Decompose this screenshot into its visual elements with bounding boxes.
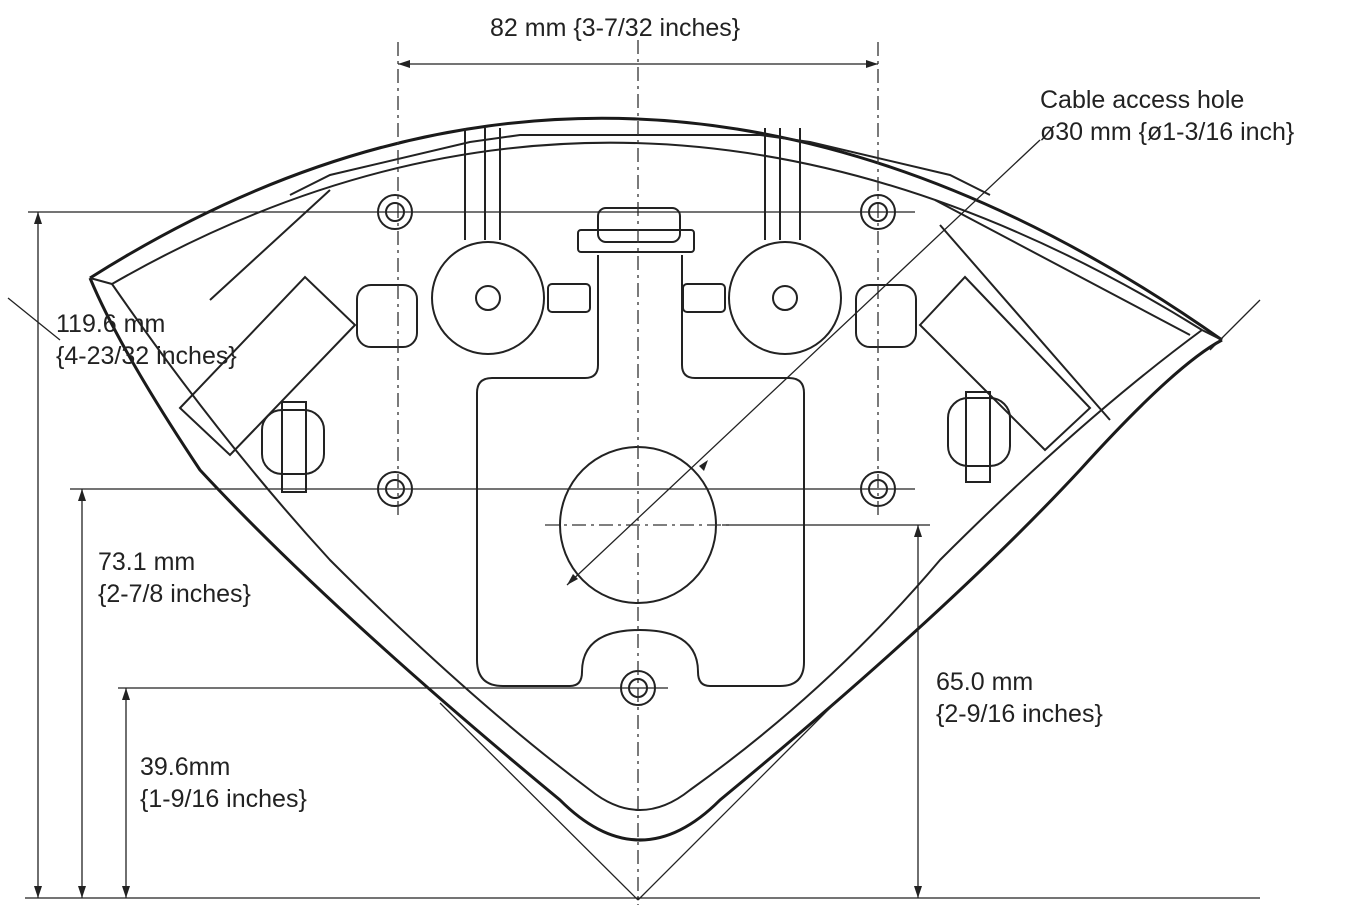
width-dimension-label: 82 mm {3-7/32 inches} [490,12,740,44]
clips [261,391,1011,493]
dimension-lines [7,60,1261,901]
centre-tab [577,207,695,253]
back-plate [476,255,805,687]
lower-hole-height-imperial: {1-9/16 inches} [140,785,307,813]
lower-hole-height-value: 39.6mm [140,753,231,781]
inner-frame [289,134,991,196]
upper-holes-height-imperial: {2-7/8 inches} [98,580,251,608]
total-height-label: 119.6 mm {4-23/32 inches} [56,308,237,372]
side-arms [178,189,1191,457]
top-ribs [464,128,801,240]
total-height-value: 119.6 mm [56,310,166,338]
side-bosses [356,241,917,355]
width-value: 82 mm [490,14,567,42]
cable-access-hole-title: Cable access hole [1040,86,1245,114]
cable-hole-height-imperial: {2-9/16 inches} [936,700,1103,728]
mounting-holes [377,194,896,706]
total-height-imperial: {4-23/32 inches} [56,342,237,370]
cable-hole-height-value: 65.0 mm [936,668,1034,696]
cable-access-hole-label: Cable access hole ø30 mm {ø1-3/16 inch} [1040,84,1294,148]
upper-holes-height-value: 73.1 mm [98,548,196,576]
cable-hole-height-label: 65.0 mm {2-9/16 inches} [936,666,1103,730]
centre-lines [397,40,879,905]
width-imperial: {3-7/32 inches} [573,14,741,42]
housing-outline [88,116,1223,842]
lower-hole-height-label: 39.6mm {1-9/16 inches} [140,751,307,815]
cable-access-hole-value: ø30 mm {ø1-3/16 inch} [1040,118,1295,146]
upper-holes-height-label: 73.1 mm {2-7/8 inches} [98,546,251,610]
